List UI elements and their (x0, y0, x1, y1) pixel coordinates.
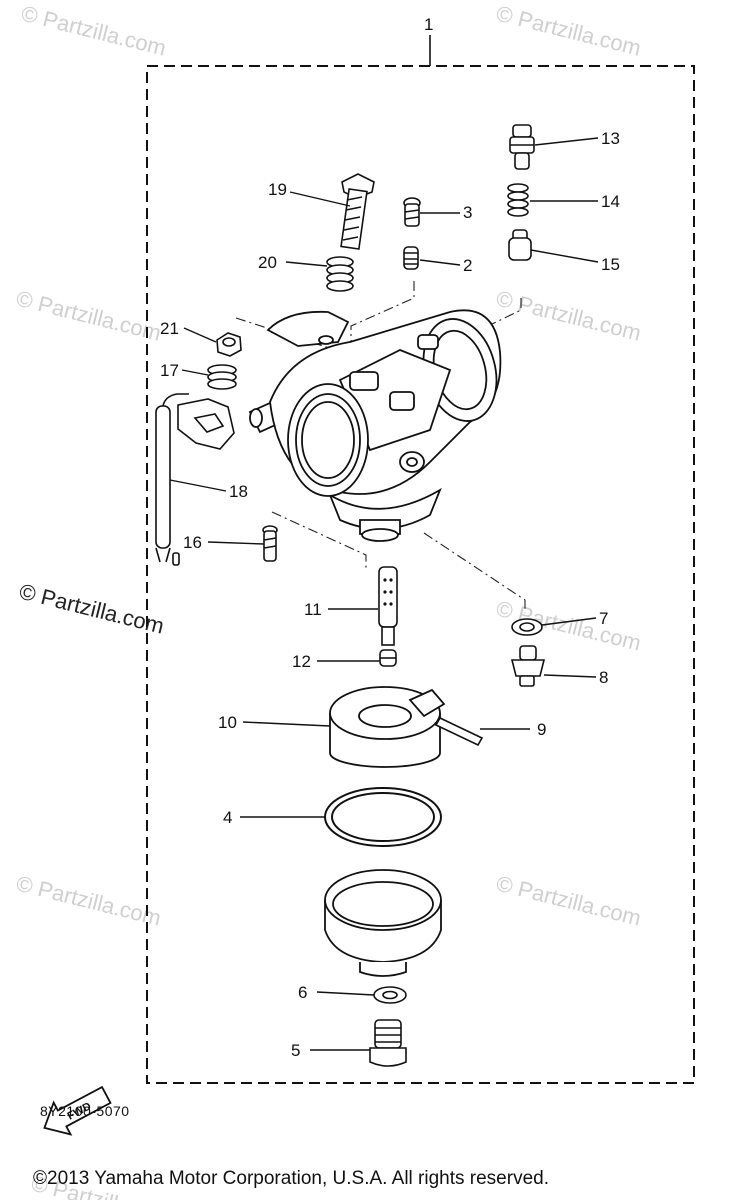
part-7-washer (511, 618, 543, 636)
part-17-spring (207, 364, 237, 390)
part-10-float (329, 686, 446, 768)
callout-labels: 1 13 14 15 3 2 19 20 21 17 18 16 11 12 7… (160, 15, 620, 1060)
callout-14: 14 (601, 192, 620, 211)
part-1-carburetor-body (248, 309, 502, 542)
callout-4: 4 (223, 808, 232, 827)
watermarks: © Partzilla.com © Partzilla.com © Partzi… (14, 1, 644, 1200)
part-19-throttle-stop-screw (340, 173, 375, 250)
diagram-code: 8Y2100-5070 (40, 1103, 130, 1119)
part-2-spring (403, 246, 419, 270)
callout-15: 15 (601, 255, 620, 274)
assembly-border (146, 65, 695, 1084)
part-6-washer (373, 986, 407, 1004)
part-9-float-pin (434, 716, 484, 747)
part-14-spring (507, 183, 529, 217)
callout-6: 6 (298, 983, 307, 1002)
watermark-text: © Partzilla.com (19, 1, 169, 61)
callout-18: 18 (229, 482, 248, 501)
watermark-text: © Partzilla.com (14, 871, 164, 931)
callout-20: 20 (258, 253, 277, 272)
callout-9: 9 (537, 720, 546, 739)
callout-11: 11 (304, 600, 322, 619)
leader-lines (169, 137, 599, 1051)
part-18-starter-cable (155, 393, 235, 566)
callout-13: 13 (601, 129, 620, 148)
callout-19: 19 (268, 180, 287, 199)
part-12-main-jet (379, 649, 397, 667)
watermark-text: © Partzilla.com (14, 286, 164, 346)
part-21-nut (216, 332, 242, 357)
watermark-text: © Partzilla.com (494, 286, 644, 346)
part-8-drain-screw (510, 645, 546, 687)
callout-12: 12 (292, 652, 311, 671)
callout-17: 17 (160, 361, 179, 380)
part-11-main-nozzle (378, 566, 398, 646)
part-5-drain-plug (369, 1019, 407, 1067)
watermark-text: © Partzilla.com (494, 1, 644, 61)
callout-21: 21 (160, 319, 179, 338)
callout-2: 2 (463, 256, 472, 275)
callout-10: 10 (218, 713, 237, 732)
part-16-screw (262, 525, 278, 562)
part-3-pilot-screw (403, 197, 421, 227)
callout-8: 8 (599, 668, 608, 687)
watermark-text: © Partzilla.com (494, 871, 644, 931)
callout-3: 3 (463, 203, 472, 222)
part-20-spring (326, 256, 354, 292)
callout-5: 5 (291, 1041, 300, 1060)
part-float-chamber (324, 869, 442, 977)
callout-1: 1 (424, 15, 433, 34)
callout-16: 16 (183, 533, 202, 552)
part-4-gasket (324, 787, 442, 847)
part-15-plunger (508, 229, 532, 261)
part-13-needle-valve (509, 124, 535, 170)
watermark-text: © Partzilla.com (17, 579, 167, 639)
copyright-notice: ©2013 Yamaha Motor Corporation, U.S.A. A… (33, 1168, 549, 1189)
callout-7: 7 (599, 609, 608, 628)
